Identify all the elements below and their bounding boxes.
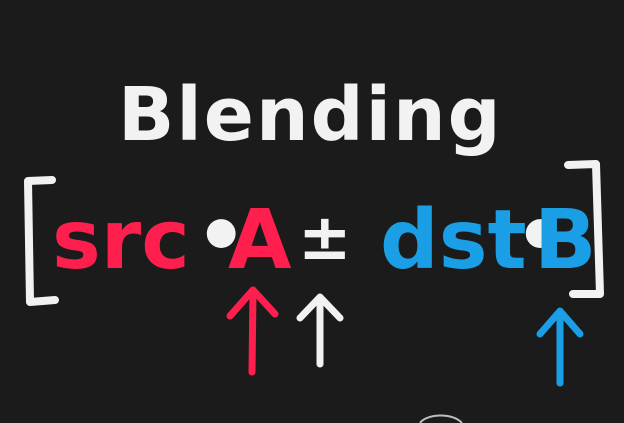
formula-src: src — [52, 193, 190, 288]
title: Blending — [118, 72, 503, 158]
arrow-a-icon — [226, 286, 279, 376]
left-bracket-icon — [24, 176, 59, 306]
partial-circle-icon — [419, 414, 463, 423]
arrow-b-icon — [536, 307, 584, 387]
formula-dot-1: • — [195, 189, 248, 284]
formula-dst: dst — [380, 193, 527, 288]
right-bracket-icon — [564, 160, 604, 298]
formula-plus-minus: ± — [298, 201, 352, 275]
formula-b: B — [534, 193, 597, 288]
formula-dot-2: • — [514, 189, 567, 284]
arrow-op-icon — [296, 293, 344, 368]
formula-a: A — [228, 193, 292, 288]
